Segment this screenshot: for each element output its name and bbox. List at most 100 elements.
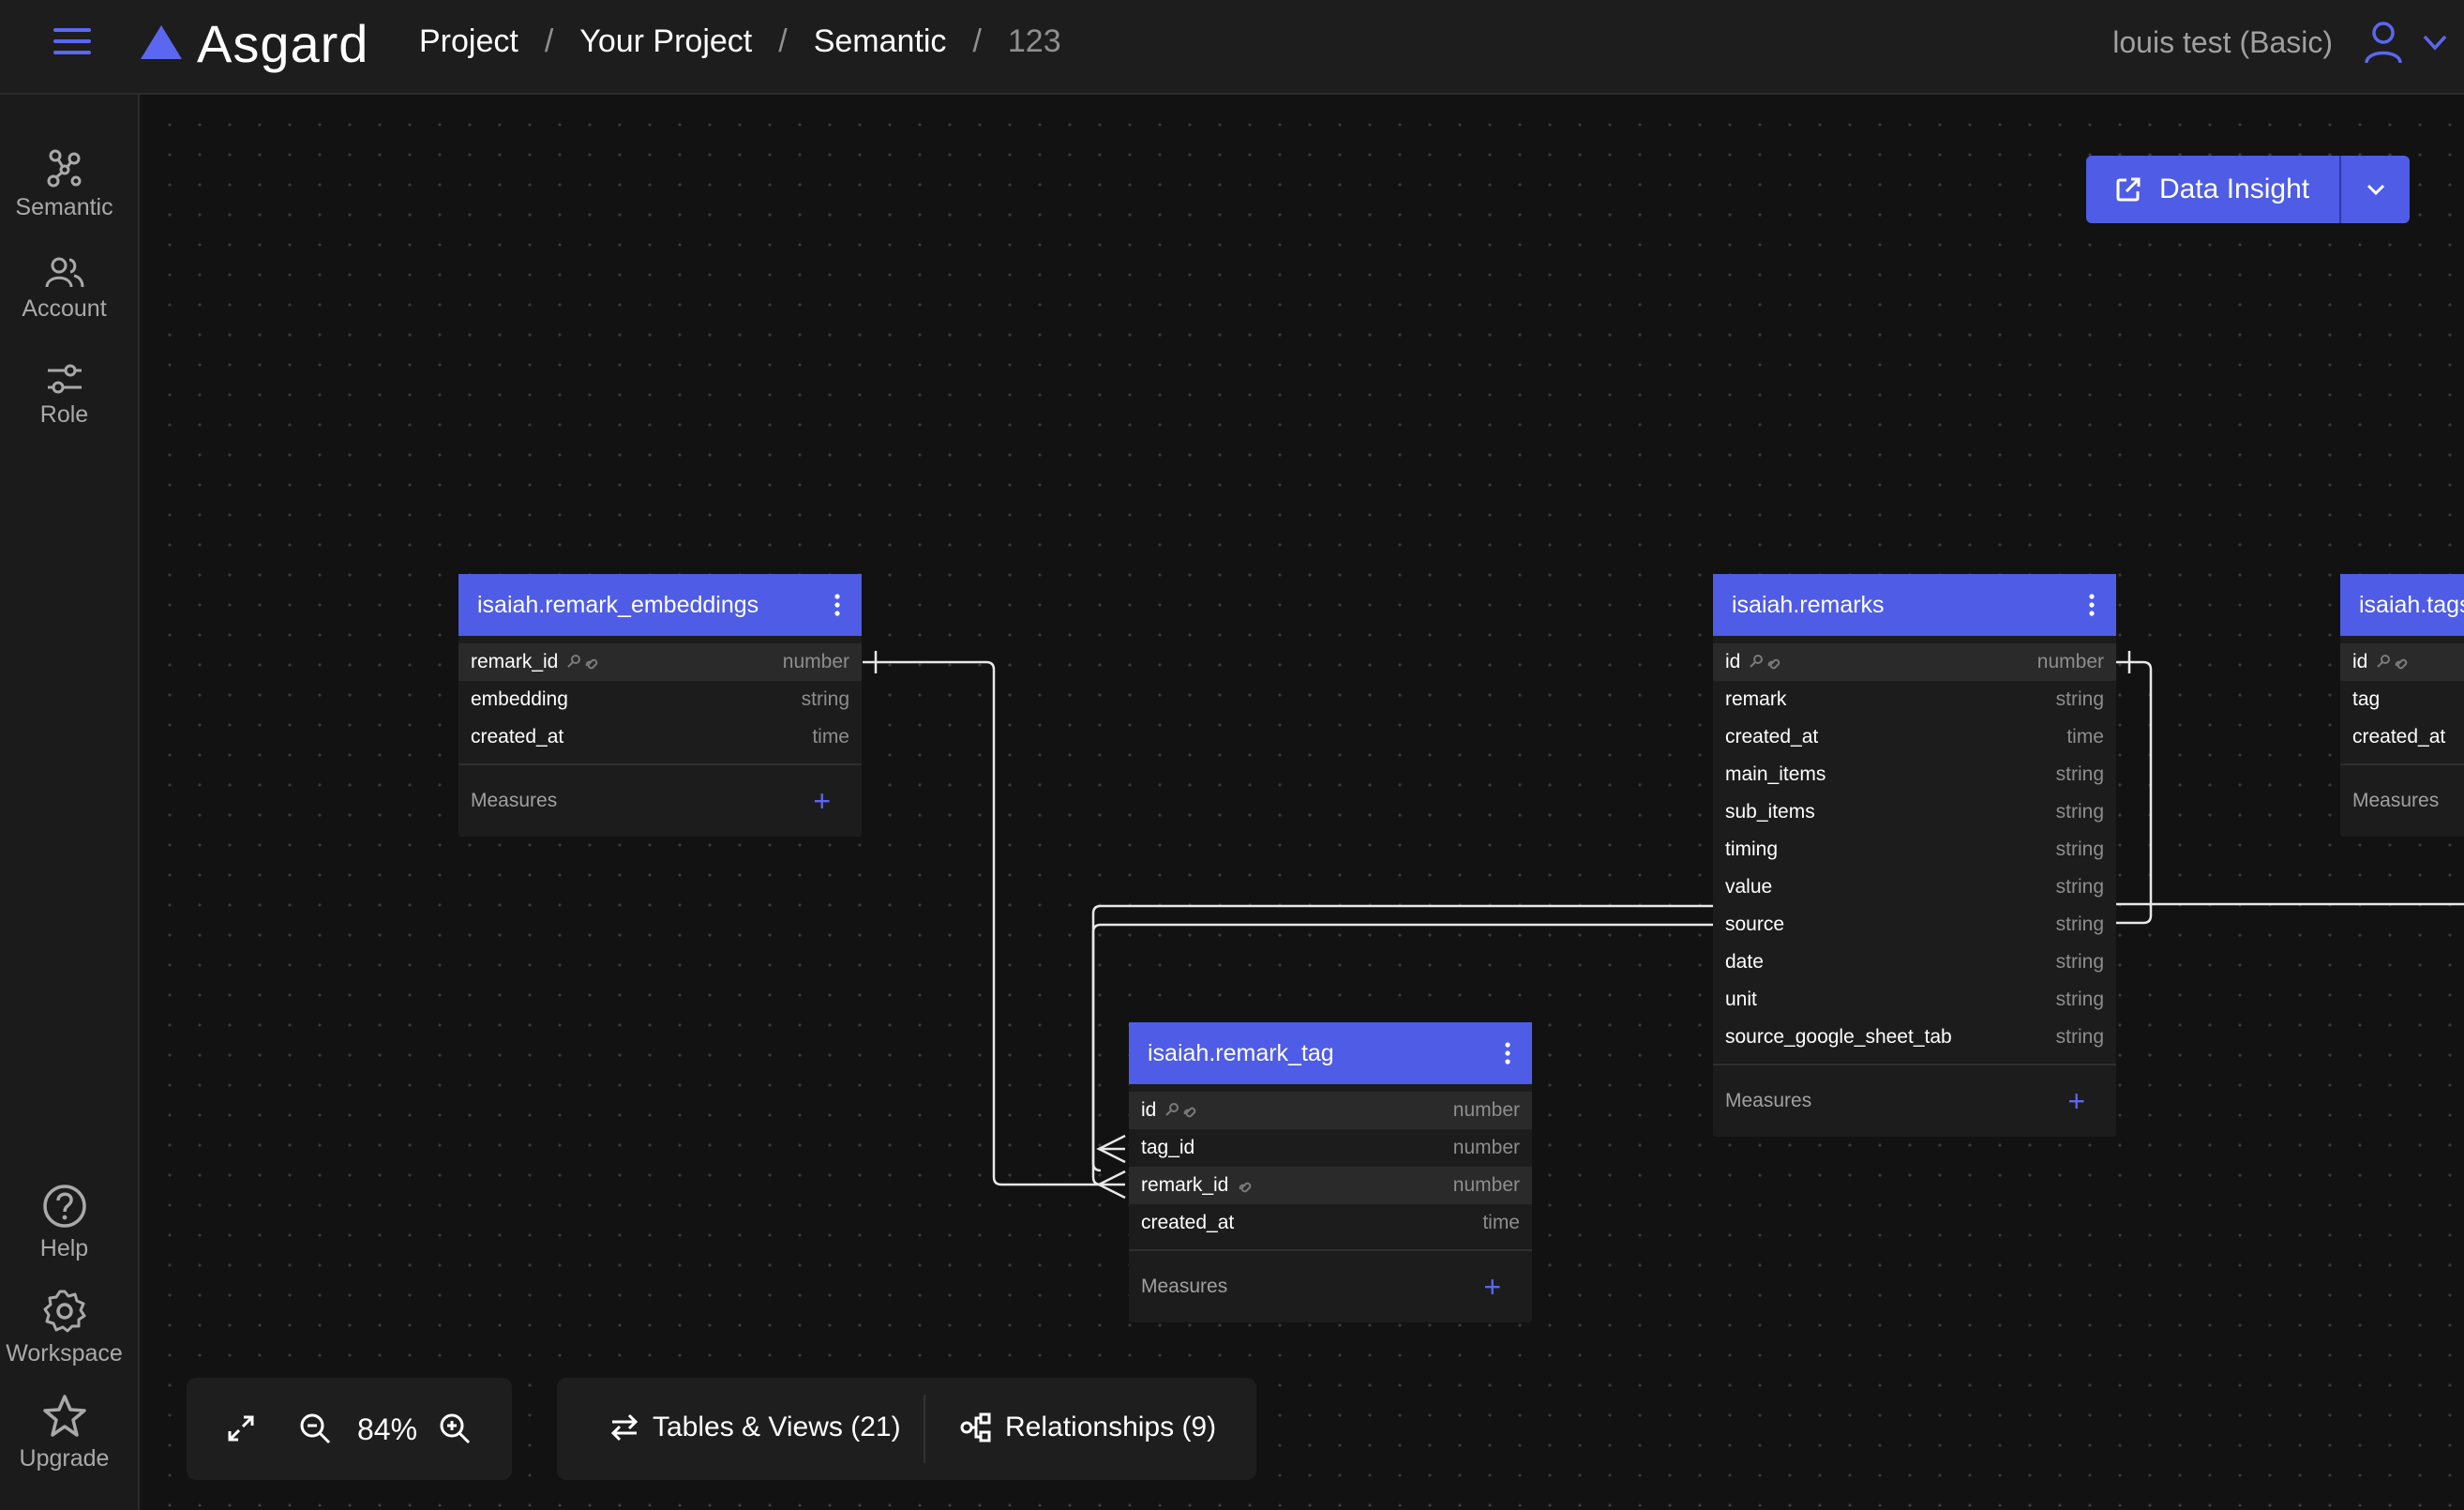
tables-views-button[interactable]: Tables & Views (21) [609, 1412, 901, 1443]
more-options-icon[interactable] [2067, 594, 2116, 616]
column-name: tag_id [1141, 1137, 1195, 1158]
sidebar-item-account[interactable]: Account [0, 256, 128, 323]
table-card-header[interactable]: isaiah.remark_embeddings [458, 574, 862, 636]
breadcrumb-separator: / [778, 23, 788, 59]
sidebar-item-semantic[interactable]: Semantic [0, 147, 128, 221]
zoom-controls: 84% [187, 1378, 512, 1480]
user-name[interactable]: louis test (Basic) [2112, 25, 2333, 59]
link-icon [1236, 1176, 1255, 1195]
column-name: source_google_sheet_tab [1725, 1026, 1952, 1048]
table-title: isaiah.remark_embeddings [477, 591, 759, 618]
table-title: isaiah.remark_tag [1148, 1039, 1334, 1066]
table-card-header[interactable]: isaiah.remarks [1713, 574, 2116, 636]
table-title: isaiah.tags [2359, 591, 2464, 618]
column-row[interactable]: id number [1129, 1092, 1532, 1129]
sidebar-item-role[interactable]: Role [0, 362, 128, 429]
column-name: created_at [2352, 726, 2446, 747]
table-card-tags[interactable]: isaiah.tags id number tagstring created_… [2340, 574, 2464, 837]
column-row[interactable]: id number [2340, 643, 2464, 681]
relationships-label: Relationships (9) [1005, 1412, 1217, 1442]
add-measure-button[interactable]: + [2067, 1083, 2085, 1118]
column-type: string [2055, 838, 2104, 860]
zoom-in-icon[interactable] [438, 1412, 472, 1445]
column-row[interactable]: remark_id number [1129, 1167, 1532, 1204]
users-icon [45, 257, 83, 288]
user-icon[interactable] [2363, 20, 2404, 65]
table-card-remark-tag[interactable]: isaiah.remark_tag id number tag_id number… [1129, 1022, 1532, 1322]
sidebar-item-label: Role [39, 401, 89, 428]
table-card-clip: isaiah.tags id number tagstring created_… [2340, 574, 2464, 846]
column-row[interactable]: id number [1713, 643, 2116, 681]
more-options-icon[interactable] [1483, 1042, 1532, 1065]
diagram-toolbar: Tables & Views (21) Relationships (9) [557, 1378, 1256, 1480]
sidebar-item-upgrade[interactable]: Upgrade [0, 1393, 128, 1472]
column-row[interactable]: remark string [1713, 681, 2116, 718]
column-type: string [2055, 989, 2104, 1010]
column-type: string [2055, 876, 2104, 898]
column-type: number [1452, 1137, 1520, 1158]
external-link-icon [2116, 177, 2141, 202]
table-card-remark-embeddings[interactable]: isaiah.remark_embeddings remark_id numbe… [458, 574, 862, 837]
column-row[interactable]: tag_id number [1129, 1129, 1532, 1167]
measures-row: Measures + [2340, 763, 2464, 837]
column-row[interactable]: embedding string [458, 681, 862, 718]
column-name: embedding [471, 688, 568, 710]
chevron-down-icon[interactable] [2421, 28, 2449, 56]
sidebar-item-help[interactable]: Help [0, 1183, 128, 1262]
column-row[interactable]: tagstring [2340, 681, 2464, 718]
table-title: isaiah.remarks [1732, 591, 1885, 618]
data-insight-label: Data Insight [2159, 174, 2310, 204]
star-icon [42, 1395, 86, 1437]
column-name: main_items [1725, 763, 1826, 785]
relationships-button[interactable]: Relationships (9) [960, 1412, 1216, 1443]
column-type: string [801, 688, 849, 710]
gear-icon [43, 1290, 85, 1333]
column-type: string [2055, 801, 2104, 823]
breadcrumb-project[interactable]: Project [419, 23, 518, 59]
column-name: tag [2352, 688, 2381, 710]
breadcrumb-semantic[interactable]: Semantic [813, 23, 947, 59]
sidebar-item-label: Semantic [15, 194, 113, 220]
relationship-icon [960, 1412, 991, 1442]
table-card-header[interactable]: isaiah.tags [2340, 574, 2464, 636]
fit-view-icon[interactable] [226, 1413, 256, 1443]
swap-icon [610, 1413, 639, 1442]
sidebar-item-workspace[interactable]: Workspace [0, 1288, 128, 1367]
table-card-header[interactable]: isaiah.remark_tag [1129, 1022, 1532, 1084]
menu-icon[interactable] [52, 24, 94, 58]
add-measure-button[interactable]: + [813, 783, 831, 818]
more-options-icon[interactable] [813, 594, 862, 616]
column-type: number [1452, 1099, 1520, 1121]
column-type: string [2055, 914, 2104, 935]
column-name: created_at [1725, 726, 1819, 747]
key-link-icon [1748, 653, 1783, 672]
table-card-remarks[interactable]: isaiah.remarks id number remark string cr… [1713, 574, 2116, 1137]
add-measure-button[interactable]: + [1483, 1269, 1501, 1304]
data-insight-button[interactable]: Data Insight [2086, 156, 2342, 223]
column-type: string [2055, 688, 2104, 710]
data-insight-dropdown[interactable] [2341, 156, 2411, 223]
column-type: string [2055, 951, 2104, 973]
help-icon [42, 1185, 86, 1228]
column-type: number [2036, 651, 2104, 672]
app-name[interactable]: Asgard [197, 14, 369, 73]
column-name: remark [1725, 688, 1787, 710]
column-row[interactable]: source string [1713, 906, 2116, 944]
zoom-out-icon[interactable] [298, 1412, 332, 1445]
column-row[interactable]: created_at time [458, 718, 862, 756]
breadcrumb-your-project[interactable]: Your Project [579, 23, 753, 59]
key-link-icon [565, 653, 601, 672]
column-name: source [1725, 914, 1785, 935]
measures-label: Measures [2352, 790, 2440, 811]
column-row[interactable]: remark_id number [458, 643, 862, 681]
